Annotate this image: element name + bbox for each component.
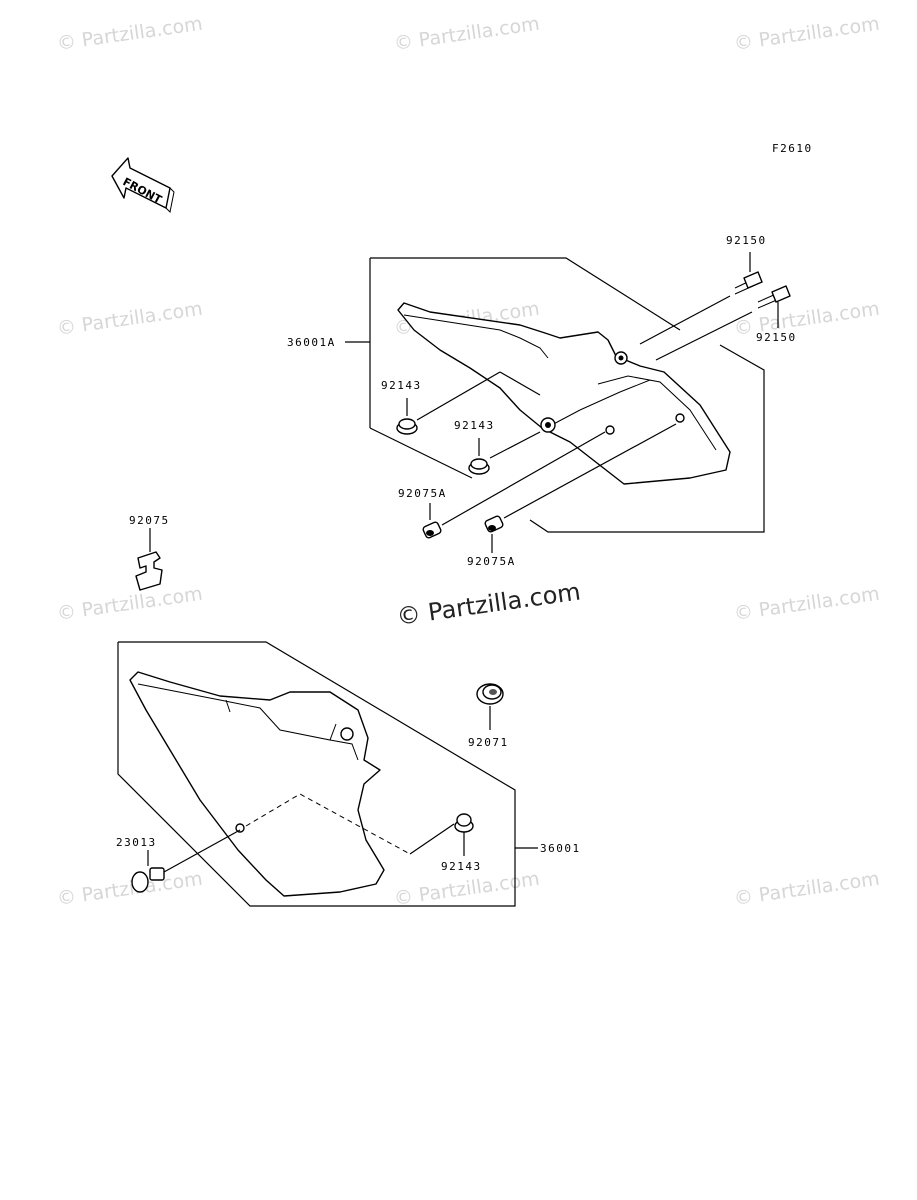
callout-92075A-left: 92075A [398, 487, 447, 500]
grommet-92071 [476, 683, 504, 730]
side-cover-36001A [397, 302, 731, 485]
watermark: © Partzilla.com [56, 13, 204, 55]
center-watermark: © Partzilla.com [395, 577, 582, 631]
front-arrow-icon: FRONT [111, 157, 175, 214]
watermark: © Partzilla.com [733, 298, 881, 340]
bolt-92150-top [734, 252, 763, 295]
frame-line [370, 257, 681, 331]
watermark-layer: © Partzilla.com © Partzilla.com © Partzi… [56, 13, 881, 910]
bolt-92150-right [757, 285, 791, 328]
lower-assembly [117, 641, 538, 907]
figure-code: F2610 [772, 142, 813, 155]
watermark: © Partzilla.com [393, 868, 541, 910]
grommet-92143-c [409, 813, 474, 856]
callout-92143-c: 92143 [441, 860, 482, 873]
callout-36001: 36001 [540, 842, 581, 855]
side-cover-36001 [129, 671, 411, 897]
watermark: © Partzilla.com [56, 583, 204, 625]
callout-92075A-right: 92075A [467, 555, 516, 568]
upper-assembly [345, 252, 791, 553]
watermark: © Partzilla.com [56, 298, 204, 340]
callout-92150-right: 92150 [756, 331, 797, 344]
frame-line [529, 344, 765, 533]
screw-23013 [131, 829, 241, 893]
grommet-92143-a [396, 371, 541, 435]
callout-92071: 92071 [468, 736, 509, 749]
watermark: © Partzilla.com [393, 13, 541, 55]
watermark: © Partzilla.com [733, 13, 881, 55]
callout-23013: 23013 [116, 836, 157, 849]
collar-92075A-right [484, 423, 677, 553]
clip-92075 [135, 528, 163, 591]
callout-92150-top: 92150 [726, 234, 767, 247]
collar-92075A-left [422, 431, 606, 539]
callout-92143-a: 92143 [381, 379, 422, 392]
grommet-92143-b [468, 431, 541, 475]
watermark: © Partzilla.com [733, 868, 881, 910]
callout-92075: 92075 [129, 514, 170, 527]
callout-92143-b: 92143 [454, 419, 495, 432]
callout-36001A: 36001A [287, 336, 336, 349]
watermark: © Partzilla.com [56, 868, 204, 910]
watermark: © Partzilla.com [733, 583, 881, 625]
